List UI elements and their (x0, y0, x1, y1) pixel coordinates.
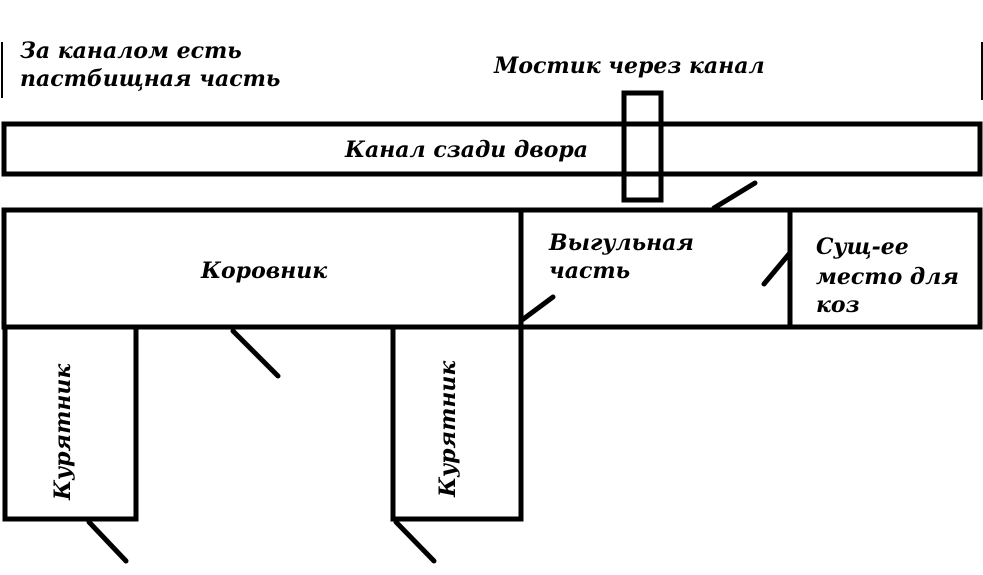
yard-label-line1: Выгульная (548, 230, 694, 256)
door-cowshed-yard (519, 294, 556, 323)
yard-label-line2: часть (549, 258, 630, 284)
canal-label: Канал сзади двора (344, 137, 588, 163)
door-yard-to-bridge (711, 180, 758, 211)
goats-label-line2: место для (816, 264, 959, 290)
coop-right-label: Курятник (435, 361, 461, 498)
pasture-note-line1: За каналом есть (20, 38, 242, 64)
pasture-note-line2: пастбищная часть (20, 66, 280, 92)
door-yard-goats (761, 251, 792, 287)
coop-left-label: Курятник (50, 364, 76, 501)
door-cowshed (230, 328, 281, 379)
door-coop-left (86, 519, 129, 564)
bridge (621, 90, 664, 203)
coop-right (390, 324, 524, 522)
door-coop-right (393, 519, 437, 564)
cowshed-label: Коровник (200, 258, 327, 284)
coop-left (2, 324, 139, 522)
bridge-label: Мостик через канал (493, 53, 765, 79)
goats-label-line3: коз (816, 292, 860, 318)
goats-label-line1: Сущ-ее (816, 234, 909, 260)
canal (1, 121, 983, 177)
